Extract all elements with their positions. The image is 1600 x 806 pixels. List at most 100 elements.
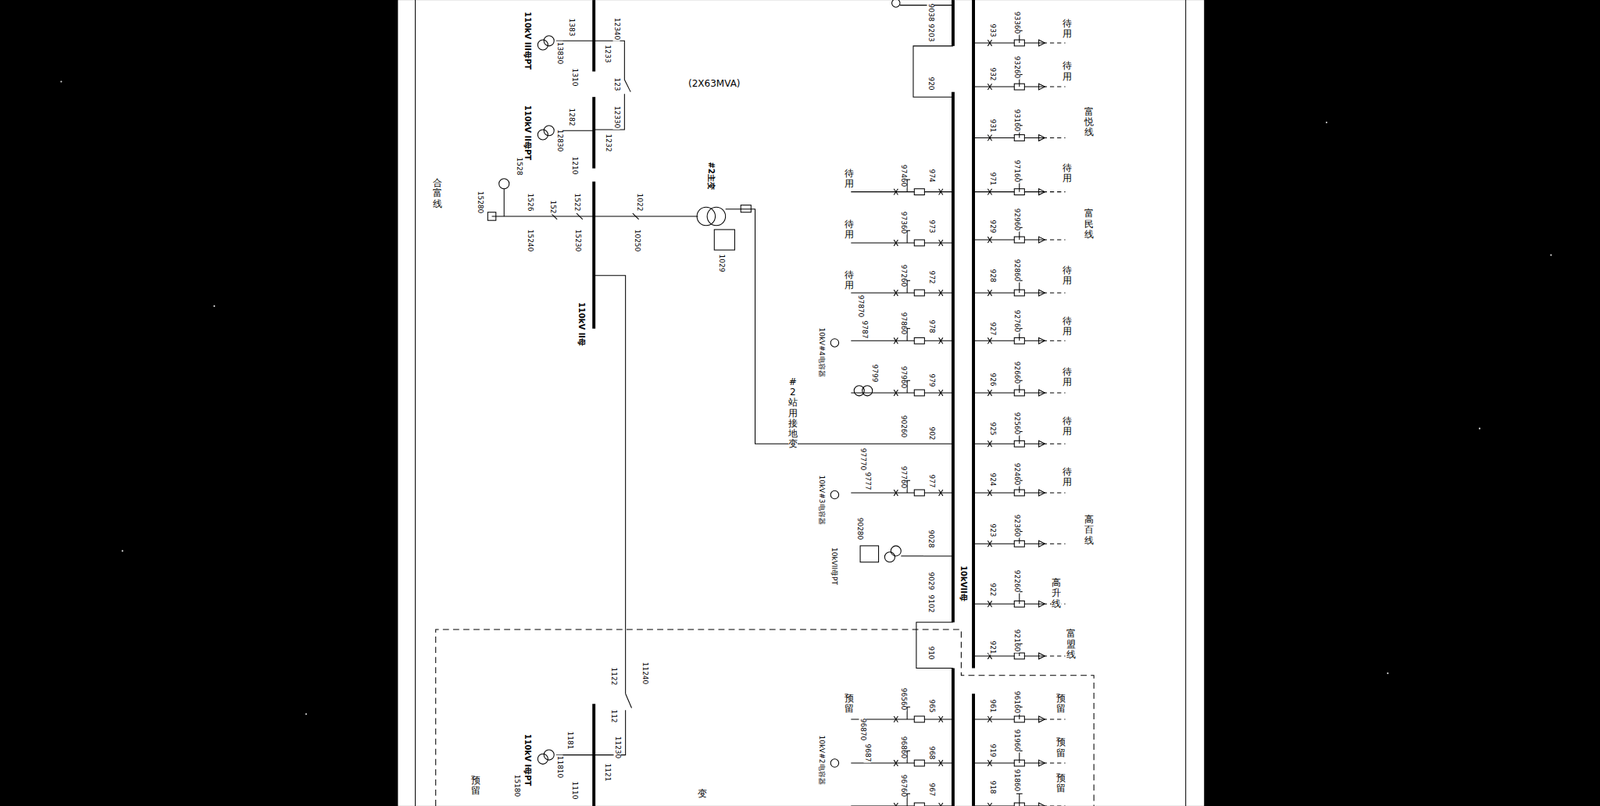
diagram-label: (2X63MVA) bbox=[687, 78, 742, 89]
diagram-label: 10kVII母 bbox=[959, 564, 968, 603]
diagram-label: 预留 bbox=[844, 693, 854, 715]
diagram-label: 902 bbox=[928, 426, 936, 442]
diagram-label: 10kV#4电容器 bbox=[817, 326, 825, 378]
star-dots bbox=[60, 81, 1552, 716]
diagram-label: 10kVII母PT bbox=[830, 546, 838, 586]
diagram-label: 高升线 bbox=[1051, 578, 1061, 610]
diagram-label: 1121 bbox=[603, 762, 611, 783]
diagram-label: 93360 bbox=[1012, 10, 1020, 35]
diagram-label: 高百线 bbox=[1084, 514, 1094, 547]
diagram-label: 1282 bbox=[567, 107, 575, 128]
diagram-label: 待用 bbox=[1062, 367, 1072, 388]
diagram-label: 11230 bbox=[614, 735, 622, 761]
diagram-label: 96860 bbox=[899, 735, 907, 761]
diagram-label: 968 bbox=[928, 745, 936, 761]
diagram-label: 待用 bbox=[1062, 316, 1072, 337]
diagram-label: 920 bbox=[927, 76, 935, 92]
diagram-label: 1022 bbox=[635, 192, 643, 212]
diagram-label: 1526 bbox=[525, 192, 533, 212]
diagram-label: 96870 bbox=[858, 717, 866, 743]
diagram-label: 92760 bbox=[1012, 309, 1020, 334]
diagram-label: 97770 bbox=[858, 446, 866, 472]
diagram-label: 931 bbox=[988, 117, 996, 133]
diagram-label: 932 bbox=[988, 67, 996, 83]
diagram-label: 9028 bbox=[927, 528, 935, 549]
diagram-label: 978 bbox=[928, 318, 936, 334]
busbar bbox=[593, 0, 974, 806]
diagram-label: 927 bbox=[988, 321, 996, 336]
diagram-label: 961 bbox=[988, 698, 996, 714]
diagram-label: #2站用接地变 bbox=[788, 377, 798, 450]
diagram-label: 93260 bbox=[1012, 55, 1020, 80]
diagram-label: 974 bbox=[928, 167, 936, 183]
diagram-label: 10kV#3电容器 bbox=[817, 474, 825, 525]
diagram-label: 97760 bbox=[899, 465, 907, 490]
diagram-label: 977 bbox=[928, 474, 936, 490]
diagram-label: 110kV I母PT bbox=[523, 733, 532, 788]
diagram-label: 12340 bbox=[612, 16, 620, 41]
diagram-label: 1210 bbox=[571, 155, 579, 175]
diagram-label: 90260 bbox=[899, 414, 907, 440]
diagram-label: 1310 bbox=[571, 67, 579, 88]
diagram-label: 9038 bbox=[927, 2, 935, 22]
diagram-label: 9799 bbox=[871, 364, 879, 384]
diagram-label: 9777 bbox=[864, 471, 872, 492]
diagram-label: 预留 bbox=[1056, 737, 1066, 758]
diagram-label: 910 bbox=[927, 645, 935, 661]
diagram-label: 15180 bbox=[512, 773, 520, 798]
diagram-label: 11240 bbox=[641, 661, 649, 686]
diagram-label: 15230 bbox=[574, 228, 582, 254]
diagram-label: 9102 bbox=[927, 594, 935, 615]
diagram-label: 967 bbox=[928, 782, 936, 797]
diagram-label: 110kV III母PT bbox=[523, 10, 532, 71]
diagram-label: 15240 bbox=[525, 228, 533, 254]
diagram-label: 979 bbox=[928, 373, 936, 389]
diagram-label: 918 bbox=[988, 780, 996, 796]
diagram-label: 待用 bbox=[844, 219, 854, 240]
diagram-label: 12330 bbox=[612, 105, 620, 130]
diagram-label: 待用 bbox=[1062, 163, 1072, 184]
wire bbox=[487, 0, 954, 768]
diagram-label: 112 bbox=[609, 708, 617, 724]
diagram-label: 12830 bbox=[555, 128, 563, 154]
diagram-label: 92160 bbox=[1012, 628, 1020, 654]
diagram-label: 110kV II母 bbox=[577, 301, 586, 347]
diagram-label: 92260 bbox=[1012, 569, 1020, 594]
diagram-label: 9787 bbox=[860, 319, 868, 340]
right-feeder bbox=[973, 30, 1066, 806]
diagram-label: 1383 bbox=[567, 17, 575, 38]
diagram-label: 926 bbox=[988, 371, 996, 387]
diagram-label: #2主变 bbox=[707, 160, 715, 190]
diagram-label: 待用 bbox=[1062, 416, 1072, 437]
diagram-label: 96160 bbox=[1012, 689, 1020, 715]
diagram-label: 97860 bbox=[899, 311, 907, 336]
diagram-label: 91960 bbox=[1012, 728, 1020, 754]
diagram-label: 929 bbox=[988, 218, 996, 234]
diagram-label: 97260 bbox=[899, 263, 907, 288]
diagram-label: 待用 bbox=[1062, 17, 1072, 39]
diagram-label: 152 bbox=[548, 200, 556, 215]
diagram-label: 971 bbox=[988, 171, 996, 186]
diagram-label: 预留 bbox=[1056, 693, 1066, 715]
diagram-label: 1110 bbox=[571, 781, 579, 801]
diagram-label: 97360 bbox=[899, 210, 907, 235]
diagram-label: 13830 bbox=[555, 41, 563, 66]
diagram-label: 9203 bbox=[927, 22, 935, 43]
diagram-label: 123 bbox=[612, 77, 620, 93]
diagram-label: 1232 bbox=[604, 132, 612, 153]
diagram-label: 92460 bbox=[1012, 462, 1020, 487]
diagram-label: 919 bbox=[988, 743, 996, 759]
diagram-label: 972 bbox=[928, 270, 936, 286]
diagram-label: 92660 bbox=[1012, 360, 1020, 385]
diagram-label: 91860 bbox=[1012, 768, 1020, 793]
diagram-label: 预留 bbox=[1056, 773, 1066, 794]
diagram-label: 10250 bbox=[633, 228, 641, 254]
diagram-label: 待用 bbox=[1062, 264, 1072, 286]
diagram-label: 9029 bbox=[927, 571, 935, 592]
diagram-label: 1029 bbox=[717, 253, 725, 274]
diagram-label: 928 bbox=[988, 267, 996, 283]
diagram-label: 96560 bbox=[899, 686, 907, 711]
diagram-label: 92860 bbox=[1012, 258, 1020, 283]
diagram-label: 93160 bbox=[1012, 108, 1020, 133]
